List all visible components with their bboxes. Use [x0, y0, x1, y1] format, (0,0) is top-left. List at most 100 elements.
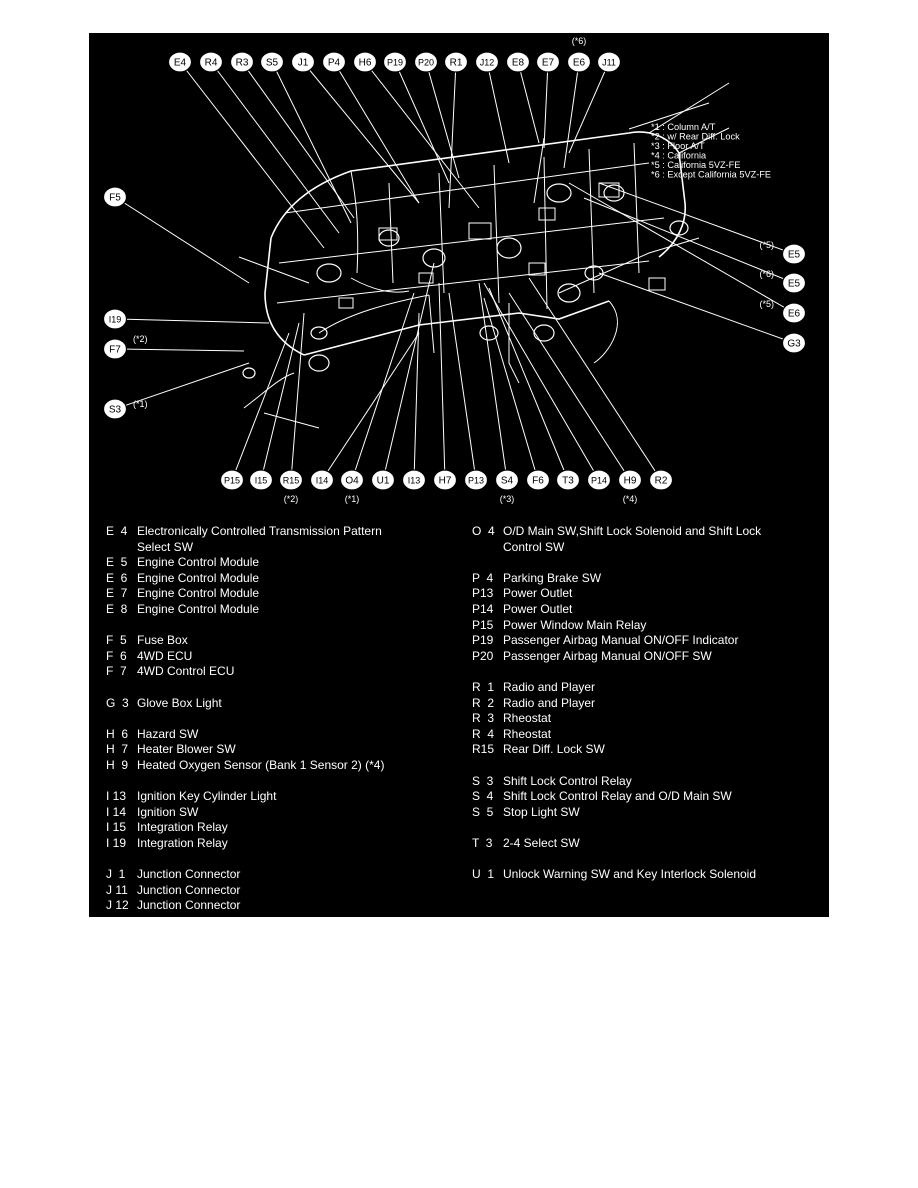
callout-p4: P4: [321, 51, 347, 73]
legend-description: Rheostat: [503, 711, 552, 726]
callout-circle: [219, 469, 245, 491]
callout-j1: J1: [290, 51, 316, 73]
callout-circle: [102, 338, 128, 360]
callout-i19: I19: [102, 308, 128, 330]
leader-line: [508, 292, 631, 481]
dash-outline: [264, 237, 305, 356]
dash-outline: [350, 277, 410, 293]
connector-cluster: [546, 183, 572, 203]
callout-o4: O4: [339, 469, 365, 491]
callout-label: E5: [788, 250, 801, 261]
legend-description: Junction Connector: [137, 882, 241, 897]
callout-j12: J12: [474, 51, 500, 73]
legend-code: I 13: [106, 789, 127, 804]
dash-outline: [678, 127, 730, 154]
legend-description: Heated Oxygen Sensor (Bank 1 Sensor 2) (…: [137, 757, 385, 772]
callout-e7: E7: [535, 51, 561, 73]
callout-circle: [102, 398, 128, 420]
legend-code: H 7: [106, 742, 129, 757]
legend-description: Junction Connector: [137, 867, 241, 882]
callout-circle: [290, 51, 316, 73]
callout-circle: [617, 469, 643, 491]
dash-outline: [648, 82, 730, 134]
footnote: *6 : Except California 5VZ-FE: [651, 170, 771, 180]
callout-label: J11: [602, 58, 616, 68]
dash-outline: [278, 217, 665, 264]
dash-outline: [303, 300, 610, 356]
leader-line: [114, 196, 250, 284]
legend-description: Rheostat: [503, 726, 552, 741]
callout-circle: [321, 51, 347, 73]
footnote: *5 : California 5VZ-FE: [651, 160, 740, 170]
callout-h6: H6: [352, 51, 378, 73]
callout-label: E6: [573, 58, 586, 69]
callout-circle: [443, 51, 469, 73]
callout-label: O4: [345, 476, 359, 487]
dash-outline: [533, 137, 545, 204]
callout-note: (*3): [500, 494, 515, 504]
connector-cluster: [584, 265, 604, 281]
callout-label: F5: [109, 193, 121, 204]
callout-circle: [494, 469, 520, 491]
legend-description: Unlock Warning SW and Key Interlock Sole…: [503, 867, 757, 882]
connector-block: [418, 272, 434, 284]
leader-line: [568, 61, 610, 154]
callout-circle: [198, 51, 224, 73]
callout-f7: F7: [102, 338, 128, 360]
callout-u1: U1: [370, 469, 396, 491]
leader-line: [333, 61, 420, 204]
callout-r2: R2: [648, 469, 674, 491]
footnote: *3 : Floor A/T: [651, 141, 705, 151]
connector-block: [338, 297, 354, 309]
leader-line: [568, 182, 795, 314]
callout-label: H7: [439, 476, 452, 487]
leader-line: [231, 332, 290, 481]
connector-cluster: [479, 325, 499, 341]
legend-code: P 4: [472, 570, 494, 585]
leader-line: [413, 312, 420, 481]
leader-line: [364, 61, 480, 209]
leader-line: [483, 297, 539, 481]
callout-circle: [167, 51, 193, 73]
leader-line: [517, 61, 540, 144]
legend-code: E 8: [106, 601, 128, 616]
callout-label: R4: [205, 58, 218, 69]
leader-line: [483, 282, 600, 481]
leader-line: [302, 61, 420, 204]
callout-circle: [555, 469, 581, 491]
dash-outline: [543, 156, 548, 310]
callout-label: J12: [480, 58, 495, 68]
legend-description: Junction Connector: [137, 898, 241, 913]
callout-label: P20: [418, 58, 434, 68]
legend-code: E 5: [106, 555, 128, 570]
legend-description: Fuse Box: [137, 633, 188, 648]
callout-p20: P20: [413, 51, 439, 73]
callout-r15: R15: [278, 469, 304, 491]
callout-r3: R3: [229, 51, 255, 73]
leader-line: [394, 61, 450, 184]
footnote: *4 : California: [651, 151, 707, 161]
callout-label: R1: [450, 58, 463, 69]
dash-outline: [558, 237, 700, 294]
callout-p19: P19: [382, 51, 408, 73]
leader-line: [448, 61, 457, 209]
callout-r1: R1: [443, 51, 469, 73]
legend-description: Parking Brake SW: [503, 570, 602, 585]
legend-code: E 7: [106, 586, 128, 601]
leader-line: [543, 61, 549, 149]
callout-label: E6: [788, 309, 801, 320]
callout-circle: [339, 469, 365, 491]
